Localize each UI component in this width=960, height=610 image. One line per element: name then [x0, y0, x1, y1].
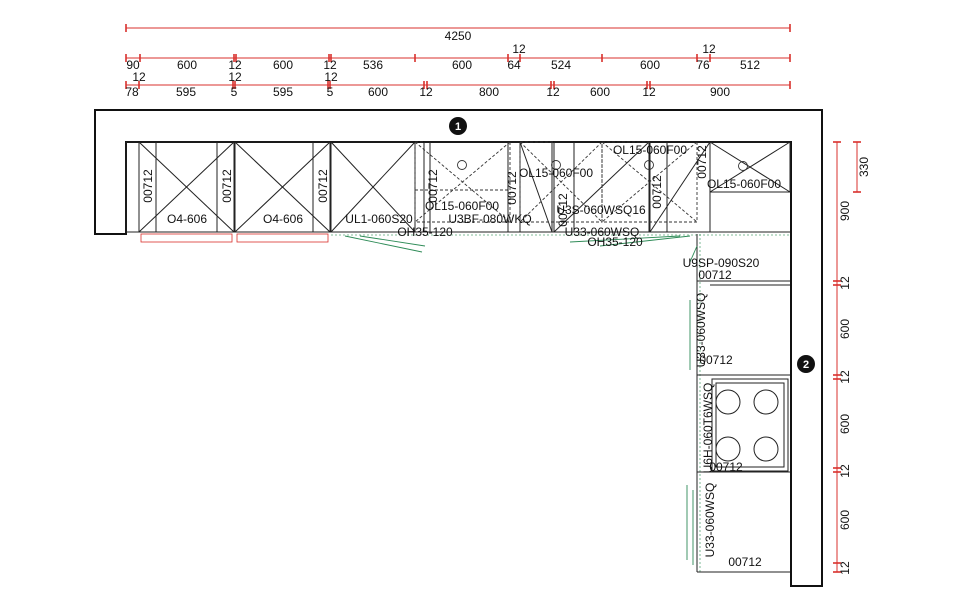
- dimension-overall: 4250: [125, 24, 791, 43]
- dim-r3-9: 600: [590, 85, 610, 99]
- label-o4-606-1: O4-606: [167, 212, 207, 226]
- label-side-f: 00712: [556, 193, 570, 227]
- dim-right-6: 600: [838, 510, 852, 530]
- dim-r1-11: 512: [740, 58, 760, 72]
- dim-r1-raised-1: 12: [702, 42, 716, 56]
- dim-r3-11: 900: [710, 85, 730, 99]
- dim-r1-4: 12: [323, 58, 337, 72]
- label-u3bf: U3BF-080WKQ: [448, 212, 531, 226]
- label-ul1: UL1-060S20: [345, 212, 413, 226]
- label-u9sp: U9SP-090S20: [683, 256, 760, 270]
- dim-right-1: 12: [838, 276, 852, 290]
- label-u33-b: U33-060WSQ: [694, 293, 708, 368]
- label-ol15-d: OL15-060F00: [707, 177, 781, 191]
- dim-r1-0: 90: [126, 58, 140, 72]
- dim-r3-8: 12: [546, 85, 560, 99]
- dim-r2-raised-2: 12: [324, 70, 338, 84]
- dim-r2-raised-1: 12: [228, 70, 242, 84]
- top-cabinet-run: [125, 141, 791, 253]
- dim-right-7: 12: [838, 561, 852, 575]
- dim-r3-7: 800: [479, 85, 499, 99]
- dim-r1-5: 536: [363, 58, 383, 72]
- wall-marker-2-label: 2: [803, 359, 809, 371]
- dim-r1-9: 600: [640, 58, 660, 72]
- dimension-right: 900 12 600 12 600 12 600 12 330: [833, 141, 871, 575]
- dim-right-2: 600: [838, 319, 852, 339]
- dim-r3-4: 5: [327, 85, 334, 99]
- wall-outline: [94, 109, 823, 587]
- label-u33-a: U33-060WSQ: [565, 225, 640, 239]
- dim-right-5: 12: [838, 464, 852, 478]
- dim-r2-raised-0: 12: [132, 70, 146, 84]
- dim-r3-10: 12: [642, 85, 656, 99]
- label-side-g: 00712: [650, 175, 664, 209]
- dim-r1-raised-0: 12: [512, 42, 526, 56]
- label-side-a: 00712: [141, 169, 155, 203]
- label-u6h: U6H-060T6WSQ: [701, 383, 715, 474]
- label-ol15-b: OL15-060F00: [519, 166, 593, 180]
- dim-right-3: 12: [838, 370, 852, 384]
- label-u33-c: U33-060WSQ: [703, 483, 717, 558]
- label-oh35-b: OH35-120: [587, 235, 643, 249]
- wall-marker-1-label: 1: [455, 121, 461, 133]
- label-r-00712-a: 00712: [698, 268, 732, 282]
- dim-r1-6: 600: [452, 58, 472, 72]
- wall-marker-1: 1: [449, 117, 467, 135]
- label-o4-606-2: O4-606: [263, 212, 303, 226]
- dim-r3-2: 5: [231, 85, 238, 99]
- right-cabinet-run: [686, 234, 790, 573]
- dim-r3-6: 12: [419, 85, 433, 99]
- dim-r3-3: 595: [273, 85, 293, 99]
- dim-r1-7: 64: [507, 58, 521, 72]
- label-oh35-a: OH35-120: [397, 225, 453, 239]
- dim-overall-label: 4250: [445, 29, 472, 43]
- label-u3s: U3S-060WSQ16: [556, 203, 646, 217]
- dim-r3-0: 78: [125, 85, 139, 99]
- dimension-row-1: 90 600 12 600 12 536 600 64 524 600 76 5…: [125, 42, 791, 72]
- label-side-d: 00712: [426, 169, 440, 203]
- label-r-00712-b: 00712: [699, 353, 733, 367]
- dim-right-inner: 330: [857, 157, 871, 177]
- label-side-e: 00712: [505, 171, 519, 205]
- dim-r1-2: 12: [228, 58, 242, 72]
- label-ol15-a: OL15-060F00: [425, 199, 499, 213]
- label-ol15-c: OL15-060F00: [613, 143, 687, 157]
- label-side-c: 00712: [316, 169, 330, 203]
- label-r-00712-c: 00712: [709, 460, 743, 474]
- label-r-00712-d: 00712: [728, 555, 762, 569]
- wall-marker-2: 2: [797, 355, 815, 373]
- dim-right-4: 600: [838, 414, 852, 434]
- label-side-h: 00712: [695, 145, 709, 179]
- label-side-b: 00712: [220, 169, 234, 203]
- dim-r1-1: 600: [177, 58, 197, 72]
- dim-r1-8: 524: [551, 58, 571, 72]
- dim-r3-1: 595: [176, 85, 196, 99]
- dim-r1-3: 600: [273, 58, 293, 72]
- dim-r3-5: 600: [368, 85, 388, 99]
- dim-r1-10: 76: [696, 58, 710, 72]
- cabinet-labels: O4-606 O4-606 00712 00712 00712 00712 00…: [141, 143, 781, 569]
- dimension-row-2: 12 12 12 78 595 5 595 5 600 12 800 12 60…: [125, 70, 791, 99]
- dim-right-0: 900: [838, 201, 852, 221]
